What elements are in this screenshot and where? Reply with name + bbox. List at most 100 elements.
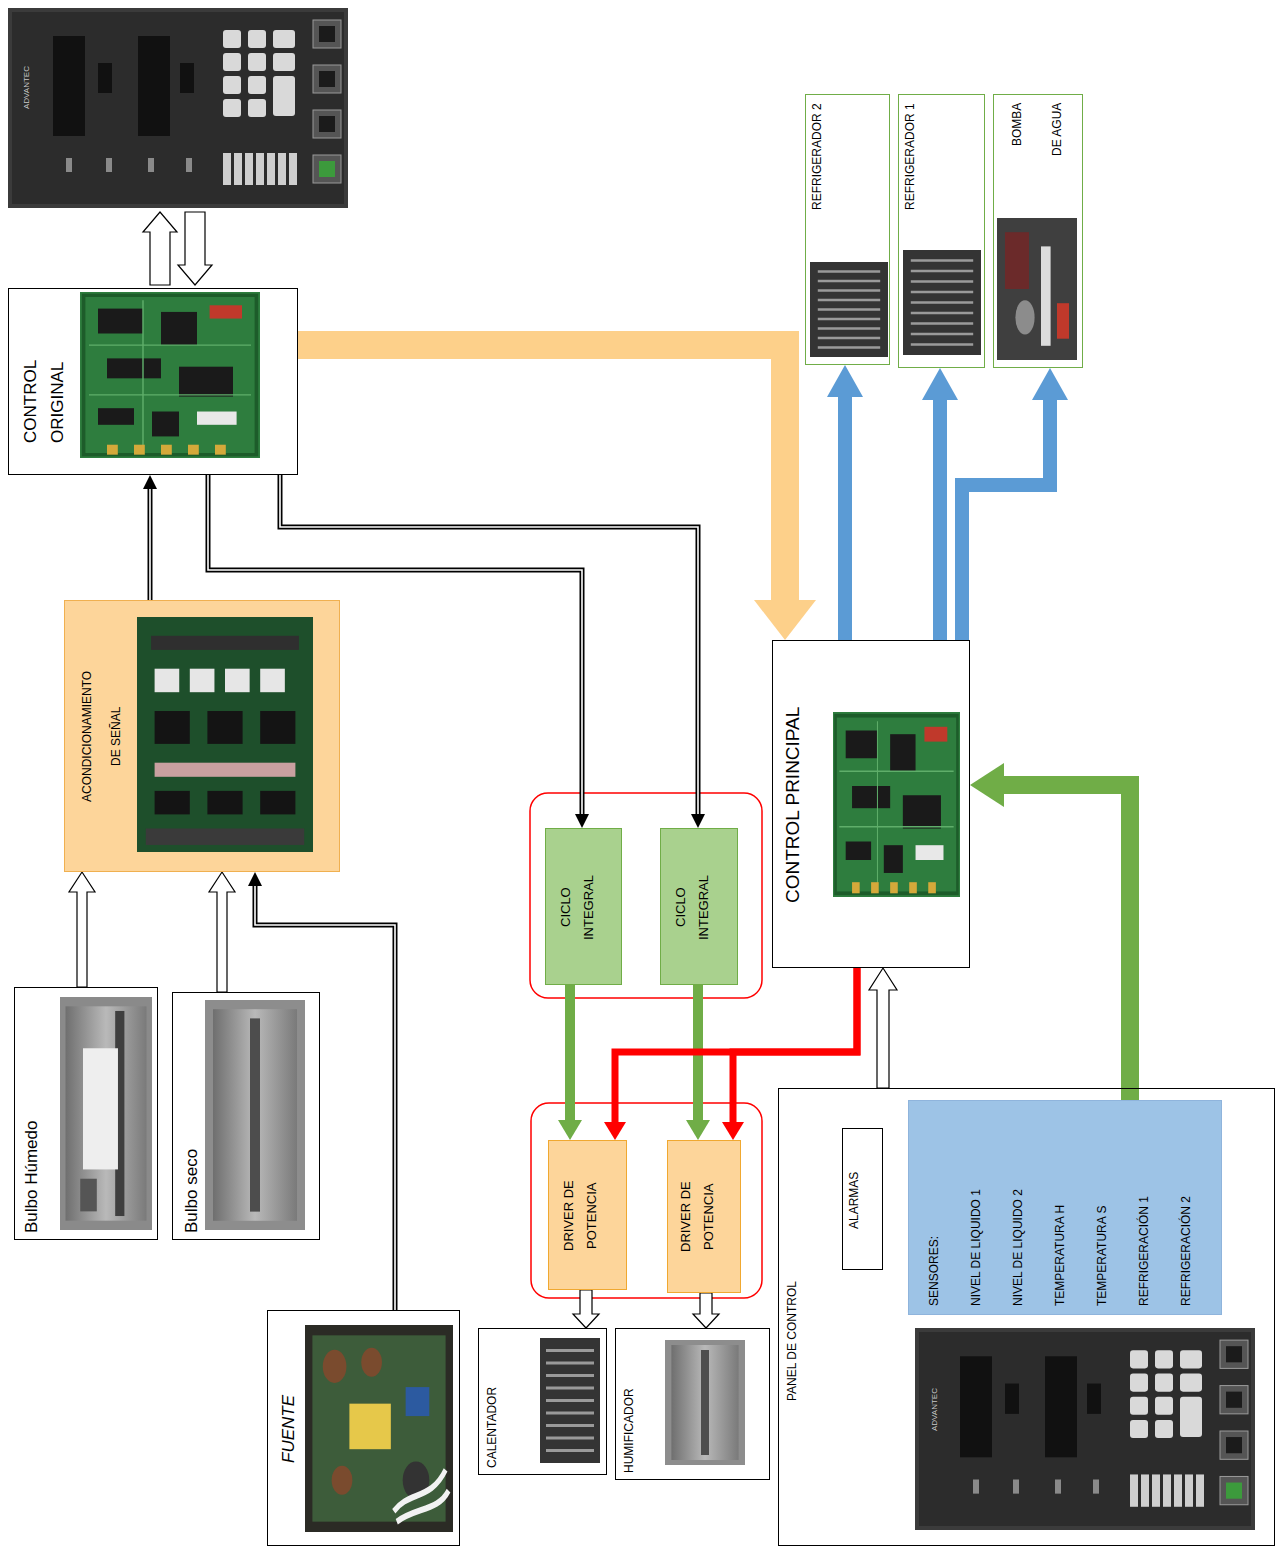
signal-line [255,883,395,1311]
arrow-head [248,872,262,886]
box-label: NIVEL DE LIQUIDO 2 [997,1111,1039,1306]
box-label: ACONDICIONAMIENTO DE SEÑAL [73,664,131,809]
box-label: HUMIFICADOR [622,1337,638,1473]
box-label-area: Bulbo Húmedo [21,996,55,1233]
box-fill [660,828,738,985]
power-supply-photo [305,1325,453,1532]
box-label: SENSORES: [913,1111,955,1306]
sensor-photo [205,1000,305,1230]
connector [209,872,235,992]
process-box: FUENTE [267,1310,460,1546]
signal-line-core [280,475,698,818]
box-label-area: DRIVER DE POTENCIA [674,1167,736,1267]
arrow-head [1032,368,1068,400]
box-label: PANEL DE CONTROL [785,1151,801,1401]
box-label: CALENTADOR [485,1337,501,1468]
connector [686,985,710,1140]
arrow-head [558,1120,582,1140]
process-box: CICLO INTEGRAL [545,828,622,985]
box-label: CONTROL PRINCIPAL [781,651,806,959]
box-label-area: CICLO INTEGRAL [669,862,729,952]
box-label-area: REFRIGERADOR 2 [810,103,840,253]
power-line [733,968,857,1127]
panel-photo [915,1328,1255,1530]
box-label: REFRIGERACIÓN 2 [1165,1111,1207,1306]
photos [8,8,1255,1532]
brand-label: ADVANTEC [930,1372,944,1447]
box-label-area: CONTROL ORIGINAL [17,303,79,443]
power-line [615,968,857,1127]
connector [69,872,95,987]
box-fill [667,1140,741,1293]
arrow-head [691,814,705,828]
signal-line [280,475,698,818]
box-label: BOMBA DE AGUA [998,103,1077,161]
power-line [962,392,1050,640]
box-label: NIVEL DE LIQUIDO 1 [955,1111,997,1306]
arrow-head [143,475,157,489]
box-label-area: DRIVER DE POTENCIA [557,1166,619,1266]
connector [298,345,816,640]
power-line [933,392,947,640]
connector [573,1290,599,1328]
hollow-arrow [693,1293,719,1328]
power-line [298,345,785,610]
process-box: CONTROL PRINCIPAL [772,640,970,968]
connector [280,475,705,828]
box-fills [64,600,1222,1315]
board-photo [833,712,960,897]
connector [827,365,863,640]
hollow-arrow [178,212,212,285]
brand-label: ADVANTEC [22,50,36,125]
process-box: Bulbo seco [172,992,320,1240]
group-outlines [530,793,762,1298]
process-box: REFRIGERADOR 2 [805,94,890,365]
process-box: CALENTADOR [478,1328,607,1475]
connector [970,763,1130,1100]
box-label-area: Bulbo seco [181,1001,215,1233]
hollow-arrow [69,872,95,987]
group-outline [531,1103,762,1298]
hollow-arrow [209,872,235,992]
connector [922,368,958,640]
box-label-area: REFRIGERADOR 1 [903,103,933,253]
box-label-area: ALARMAS [847,1135,880,1265]
box-label-area: FUENTE [278,1321,310,1537]
power-line [996,785,1131,1100]
box-label: DRIVER DE POTENCIA [557,1166,604,1266]
box-label: FUENTE [278,1321,300,1537]
box-fill [64,600,340,872]
hollow-arrow [143,212,177,285]
box-label-area: BOMBA DE AGUA [998,103,1080,161]
board-photo [80,292,260,458]
box-label: Bulbo Húmedo [21,996,43,1233]
process-box: DRIVER DE POTENCIA [667,1140,741,1293]
process-box: DRIVER DE POTENCIA [548,1140,627,1290]
panel-link-arrows [143,212,212,285]
box-label: CICLO INTEGRAL [554,862,601,952]
connector [604,968,857,1140]
connector [143,475,157,600]
box-label: ALARMAS [847,1135,863,1265]
cooler-photo [903,250,981,355]
box-label-area: SENSORES:NIVEL DE LIQUIDO 1NIVEL DE LIQU… [913,1111,1213,1306]
box-label-area: CONTROL PRINCIPAL [781,651,823,959]
hollow-arrow [869,968,897,1088]
connector [962,368,1068,640]
box-label-area: ACONDICIONAMIENTO DE SEÑAL [73,664,135,809]
process-box: CONTROL ORIGINAL [8,288,298,475]
box-label: TEMPERATURA S [1081,1111,1123,1306]
box-label-area: CALENTADOR [485,1337,515,1468]
arrow-head [575,814,589,828]
connector [248,872,395,1310]
process-box: PANEL DE CONTROLALARMASSENSORES:NIVEL DE… [778,1088,1275,1546]
humidifier-photo [665,1340,745,1465]
board-photo [137,617,313,852]
panel-photo [8,8,348,208]
box-fill [908,1100,1222,1315]
arrow-head [970,763,1004,807]
box-label: CICLO INTEGRAL [669,862,716,952]
heater-photo [540,1338,600,1463]
group-outline [530,793,762,998]
